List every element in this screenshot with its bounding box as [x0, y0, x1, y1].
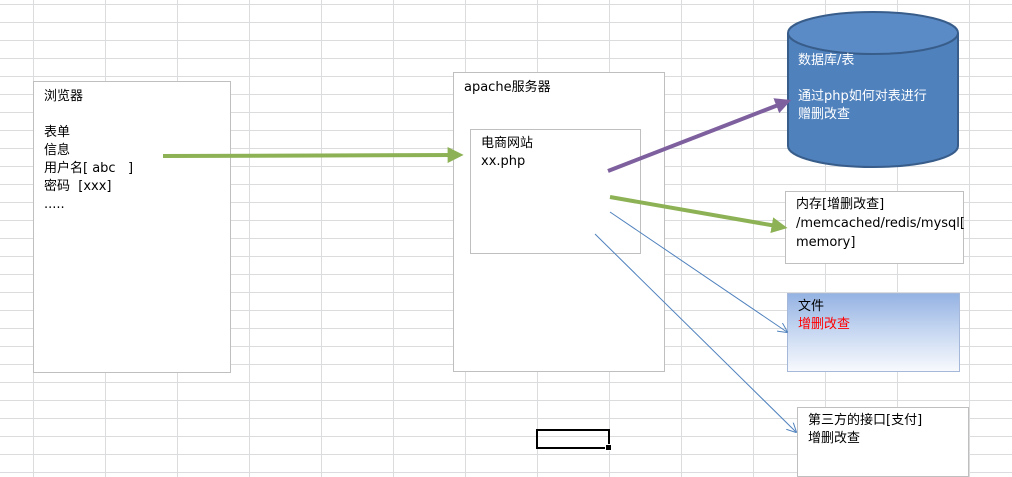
arrow-site-to-third-party	[594, 233, 796, 432]
apache-title: apache服务器	[464, 80, 551, 95]
database-title: 数据库/表	[798, 53, 855, 68]
third-party-box: 第三方的接口[支付] 增删改查	[797, 407, 969, 477]
browser-line-password: 密码 [xxx]	[44, 179, 112, 194]
arrow-site-to-memory	[609, 195, 788, 234]
site-title: 电商网站	[481, 136, 534, 151]
third-party-action: 增删改查	[808, 431, 861, 446]
third-party-title: 第三方的接口[支付]	[808, 413, 923, 428]
arrow-site-to-database	[607, 98, 792, 173]
memory-line2: /memcached/redis/mysql[	[796, 216, 965, 231]
arrow-browser-to-apache	[162, 147, 464, 164]
site-file: xx.php	[481, 154, 526, 169]
file-box: 文件 增删改查	[787, 293, 960, 372]
selected-cell[interactable]	[536, 429, 612, 451]
browser-line-username: 用户名[ abc ]	[44, 161, 134, 176]
database-desc-line1: 通过php如何对表进行	[798, 89, 927, 104]
browser-line-info: 信息	[44, 143, 71, 158]
memory-line3: memory]	[796, 235, 856, 250]
browser-title: 浏览器	[44, 89, 84, 104]
file-title: 文件	[798, 299, 825, 314]
database-desc-line2: 赠删改查	[798, 107, 851, 122]
ecommerce-site-box: 电商网站 xx.php	[470, 129, 641, 254]
browser-line-form: 表单	[44, 125, 71, 140]
fill-handle[interactable]	[605, 444, 612, 451]
arrow-site-to-file	[609, 211, 787, 332]
database-label: 数据库/表 通过php如何对表进行 赠删改查	[798, 52, 958, 124]
file-action: 增删改查	[798, 317, 851, 332]
memory-line1: 内存[增删改查]	[796, 197, 885, 212]
browser-line-ellipsis: .....	[44, 197, 65, 212]
browser-box: 浏览器 表单 信息 用户名[ abc ] 密码 [xxx] .....	[33, 81, 231, 373]
memory-box: 内存[增删改查] /memcached/redis/mysql[ memory]	[785, 191, 965, 264]
